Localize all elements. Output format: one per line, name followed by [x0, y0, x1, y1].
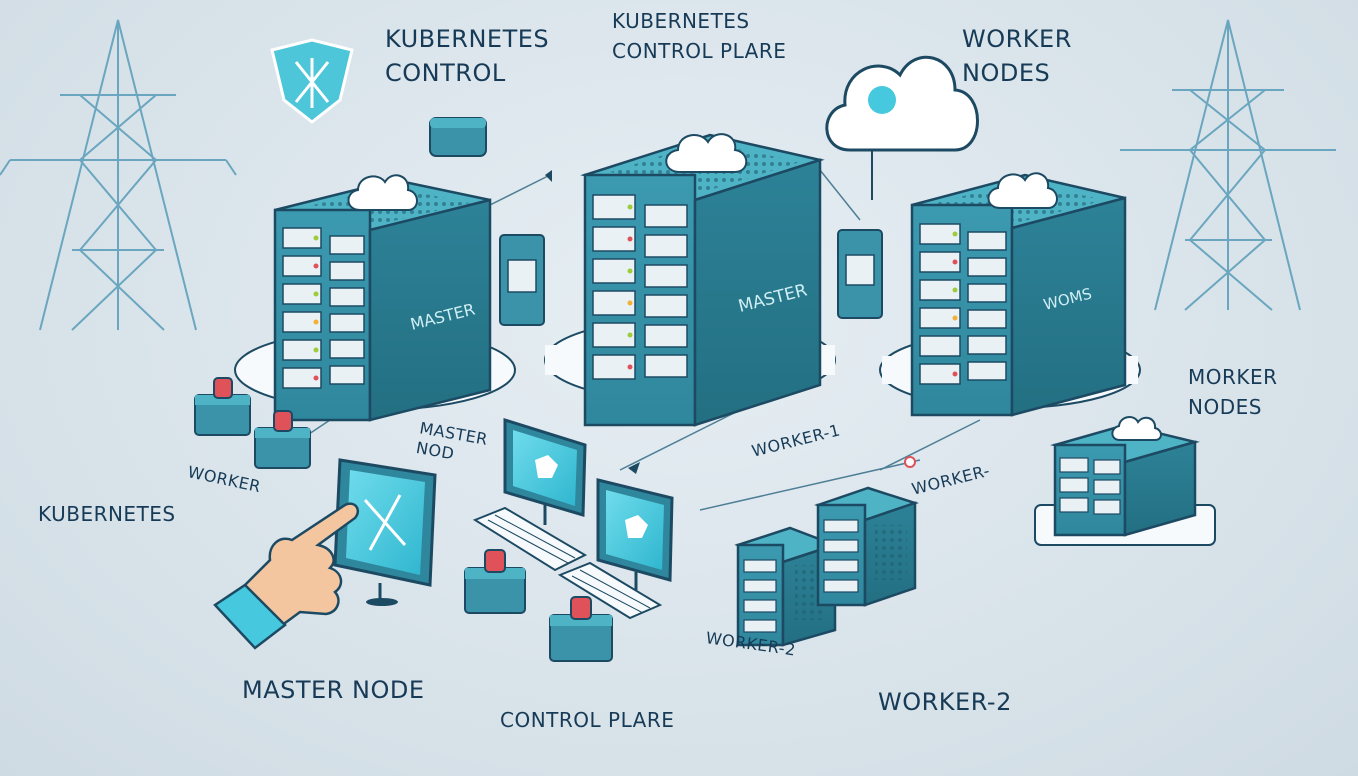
label-control-plare: CONTROL PLARE	[500, 708, 675, 732]
label-master-node: MASTER NODE	[242, 676, 425, 704]
cloud-icon-left-rack	[347, 174, 418, 211]
server-rack-center: MASTER	[544, 133, 836, 427]
server-unit-small-left-2	[254, 410, 311, 469]
keyboard-icon-center-1	[472, 506, 588, 572]
power-tower-icon-right	[1120, 19, 1336, 311]
label-worker-2-bottom: WORKER-2	[878, 688, 1012, 716]
kubernetes-logo-icon	[270, 38, 354, 124]
server-rack-left: MASTER	[234, 174, 516, 422]
connection-markers	[545, 170, 916, 474]
server-unit-mini-1	[499, 234, 545, 326]
server-unit-small-center-1	[464, 549, 526, 614]
monitor-icon-center-1	[503, 417, 587, 525]
monitor-icon-center-2	[596, 478, 674, 590]
server-unit-small-left-1	[194, 377, 251, 436]
server-unit-mini-2	[837, 229, 883, 319]
keyboard-icon-center-2	[557, 561, 663, 620]
power-tower-icon-left	[0, 19, 237, 331]
label-morker-nodes: MORKER NODES	[1188, 365, 1278, 419]
label-kubernetes-control-plane: KUBERNETES CONTROL PLARE	[612, 9, 787, 63]
label-kubernetes-control: KUBERNETES CONTROL	[385, 25, 550, 87]
worker-server-1	[734, 526, 839, 647]
monitor-icon-left	[333, 458, 437, 606]
worker-server-2	[814, 486, 919, 607]
cloud-icon-top	[825, 55, 979, 200]
server-rack-small-right	[1034, 416, 1216, 546]
label-worker-nodes-top: WORKER NODES	[962, 25, 1072, 87]
cloud-icon-center-rack	[665, 133, 748, 173]
server-unit-small-center-2	[549, 596, 613, 662]
server-rack-right: WOMS	[879, 172, 1141, 417]
pointing-hand-icon	[213, 502, 360, 650]
network-switch-top	[429, 117, 487, 157]
cloud-icon-right-rack	[987, 172, 1058, 209]
label-kubernetes-left: KUBERNETES	[38, 502, 176, 526]
connection-lines	[299, 169, 981, 511]
